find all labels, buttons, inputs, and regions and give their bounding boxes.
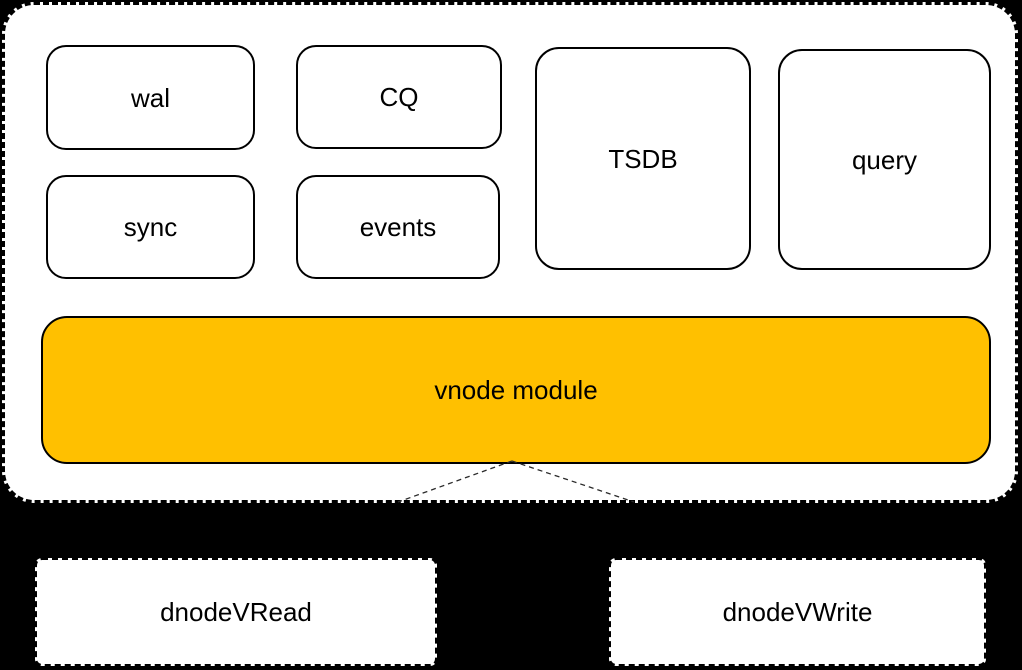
module-label-cq: CQ xyxy=(379,82,419,112)
module-box-events: events xyxy=(296,175,500,279)
dnode-vwrite-box: dnodeVWrite xyxy=(609,558,986,666)
vnode-module-label: vnode module xyxy=(434,375,598,405)
vnode-module-bar: vnode module xyxy=(41,316,991,464)
vnode-module-container: wal CQ sync events TSDB query vnode modu… xyxy=(2,2,1018,503)
dnode-vread-box: dnodeVRead xyxy=(35,558,437,666)
module-label-query: query xyxy=(851,144,918,175)
dnode-vread-label: dnodeVRead xyxy=(160,597,312,627)
module-box-tsdb: TSDB xyxy=(535,47,751,270)
module-box-wal: wal xyxy=(46,45,255,150)
module-box-query: query xyxy=(778,49,991,270)
module-label-wal: wal xyxy=(130,82,170,113)
module-label-tsdb: TSDB xyxy=(608,143,678,174)
module-box-sync: sync xyxy=(46,175,255,279)
dnode-vwrite-label: dnodeVWrite xyxy=(722,597,873,627)
module-box-cq: CQ xyxy=(296,45,502,149)
module-label-events: events xyxy=(359,212,437,242)
module-label-sync: sync xyxy=(123,212,178,242)
